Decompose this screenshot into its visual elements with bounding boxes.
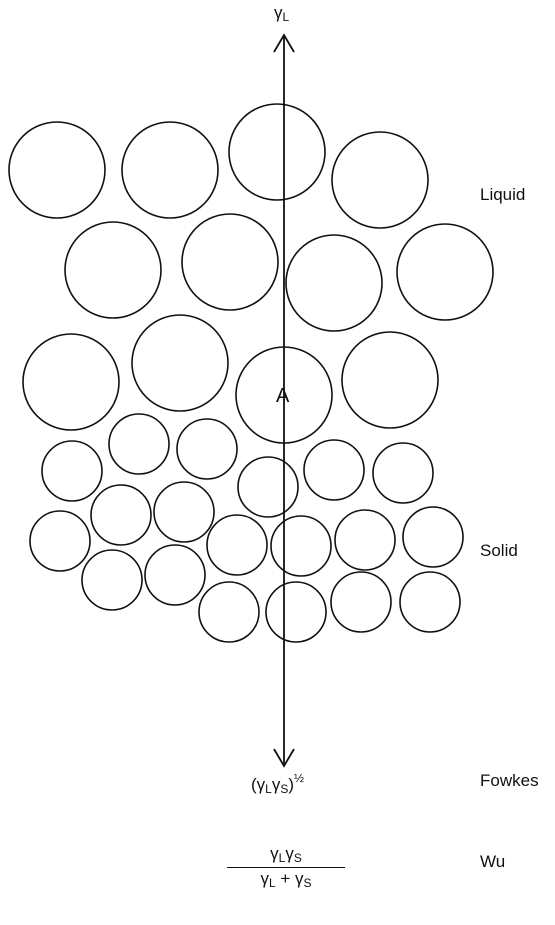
molecule-a-label: A xyxy=(276,385,290,407)
wu-fraction-bar xyxy=(227,867,345,868)
solid-molecule xyxy=(144,544,206,606)
solid-molecule xyxy=(176,418,238,480)
liquid-label: Liquid xyxy=(480,185,526,204)
axis-group xyxy=(273,33,295,768)
liquid-molecule xyxy=(396,223,494,321)
liquid-molecule xyxy=(8,121,106,219)
wu-numerator: γLγS xyxy=(270,844,302,865)
solid-label: Solid xyxy=(480,541,518,560)
solid-molecule xyxy=(334,509,396,571)
wu-formula: γLγS γL + γS xyxy=(227,844,345,890)
liquid-molecule xyxy=(121,121,219,219)
liquid-molecule xyxy=(181,213,279,311)
solid-molecule xyxy=(372,442,434,504)
solid-molecule xyxy=(206,514,268,576)
solid-molecule xyxy=(153,481,215,543)
solid-molecule xyxy=(303,439,365,501)
solid-molecule xyxy=(198,581,260,643)
axis-top-label: γL xyxy=(274,3,290,24)
solid-molecule xyxy=(270,515,332,577)
arrow-down-icon xyxy=(273,748,295,768)
solid-molecule xyxy=(108,413,170,475)
arrow-up-icon xyxy=(273,33,295,53)
solid-molecule xyxy=(330,571,392,633)
solid-molecule xyxy=(81,549,143,611)
liquid-molecule xyxy=(228,103,326,201)
liquid-molecule xyxy=(285,234,383,332)
solid-molecule xyxy=(399,571,461,633)
fowkes-label: Fowkes xyxy=(480,771,539,790)
molecules-group xyxy=(8,103,494,643)
liquid-molecule xyxy=(64,221,162,319)
solid-molecule xyxy=(265,581,327,643)
solid-molecule xyxy=(29,510,91,572)
wu-label: Wu xyxy=(480,852,506,871)
solid-molecule xyxy=(237,456,299,518)
liquid-molecule xyxy=(22,333,120,431)
solid-molecule xyxy=(41,440,103,502)
liquid-molecule xyxy=(131,314,229,412)
liquid-molecule xyxy=(341,331,439,429)
fowkes-formula: (γLγS)½ xyxy=(251,771,305,796)
solid-molecule xyxy=(90,484,152,546)
wu-denominator: γL + γS xyxy=(260,869,312,890)
solid-molecule xyxy=(402,506,464,568)
liquid-molecule xyxy=(331,131,429,229)
